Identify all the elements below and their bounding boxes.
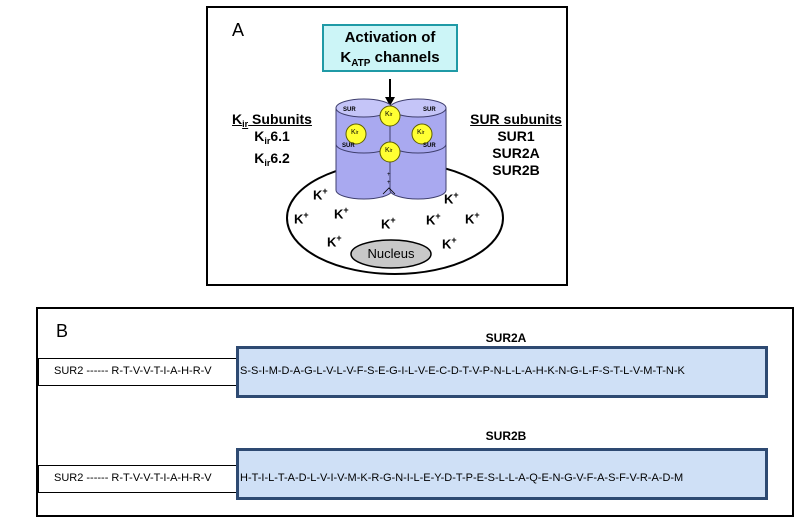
kir-label: Kir xyxy=(385,147,393,154)
k-ion-label: K+ xyxy=(294,210,309,227)
sur-label: SUR xyxy=(423,143,436,149)
kir-label: Kir xyxy=(417,129,425,136)
k-ion-label: K+ xyxy=(442,235,457,252)
k-ion-label: K+ xyxy=(327,233,342,250)
kir-subunit xyxy=(379,105,401,127)
kir-subunit xyxy=(411,123,433,145)
sequence-prefix: SUR2 ------ R-T-V-V-T-I-A-H-R-V xyxy=(54,365,212,377)
sequence-prefix: SUR2 ------ R-T-V-V-T-I-A-H-R-V xyxy=(54,472,212,484)
panel-a-letter: A xyxy=(232,20,245,40)
nucleus xyxy=(350,239,432,269)
kir-label: Kir xyxy=(351,129,359,136)
down-arrow-icon xyxy=(385,79,395,106)
k-ion-label: K+ xyxy=(426,211,441,228)
k-ion-label: K+ xyxy=(313,186,328,203)
cell-diagram: + + xyxy=(286,98,504,275)
sur-item: SUR2A xyxy=(492,145,540,161)
activation-box: Activation of KATP channels xyxy=(322,24,458,72)
sur-label: SUR xyxy=(423,107,436,113)
sequence-heading-sur2b: SUR2B xyxy=(485,429,527,443)
k-ion-label: K+ xyxy=(465,210,480,227)
kir-subunit xyxy=(345,123,367,145)
sequence-highlight-sur2b xyxy=(236,448,768,500)
kir-item: Kir6.1 xyxy=(254,128,290,146)
sur-label: SUR xyxy=(342,143,355,149)
panel-b xyxy=(36,307,794,517)
panel-b-letter: B xyxy=(56,321,69,341)
k-ion-label: K+ xyxy=(334,205,349,222)
activation-line2: KATP channels xyxy=(340,49,440,69)
sequence-body: H-T-I-L-T-A-D-L-V-I-V-M-K-R-G-N-I-L-E-Y-… xyxy=(240,472,684,484)
kir-subunits-list: Kir6.1 Kir6.2 xyxy=(236,128,308,172)
sur-subunits-title: SUR subunits xyxy=(470,111,562,127)
kir-label: Kir xyxy=(385,111,393,118)
sur-item: SUR1 xyxy=(497,128,535,144)
sur-label: SUR xyxy=(343,107,356,113)
kir-subunit xyxy=(379,141,401,163)
sur-item: SUR2B xyxy=(492,162,540,178)
panel-a xyxy=(206,6,568,286)
sequence-heading-sur2a: SUR2A xyxy=(485,331,527,345)
sequence-highlight-sur2a xyxy=(236,346,768,398)
sequence-body: S-S-I-M-D-A-G-L-V-L-V-F-S-E-G-I-L-V-E-C-… xyxy=(240,365,685,377)
k-ion-label: K+ xyxy=(381,215,396,232)
kir-subunits-title: Kir Subunits xyxy=(232,111,312,129)
svg-text:+: + xyxy=(387,172,391,178)
nucleus-label: Nucleus xyxy=(367,246,415,261)
sur-subunits-list: SUR1 SUR2A SUR2B xyxy=(470,128,562,179)
kir-item: Kir6.2 xyxy=(254,150,290,168)
sur-cylinder-right xyxy=(389,98,447,200)
k-ion-label: K+ xyxy=(444,190,459,207)
svg-text:+: + xyxy=(387,180,391,186)
activation-line1: Activation of xyxy=(344,29,436,46)
